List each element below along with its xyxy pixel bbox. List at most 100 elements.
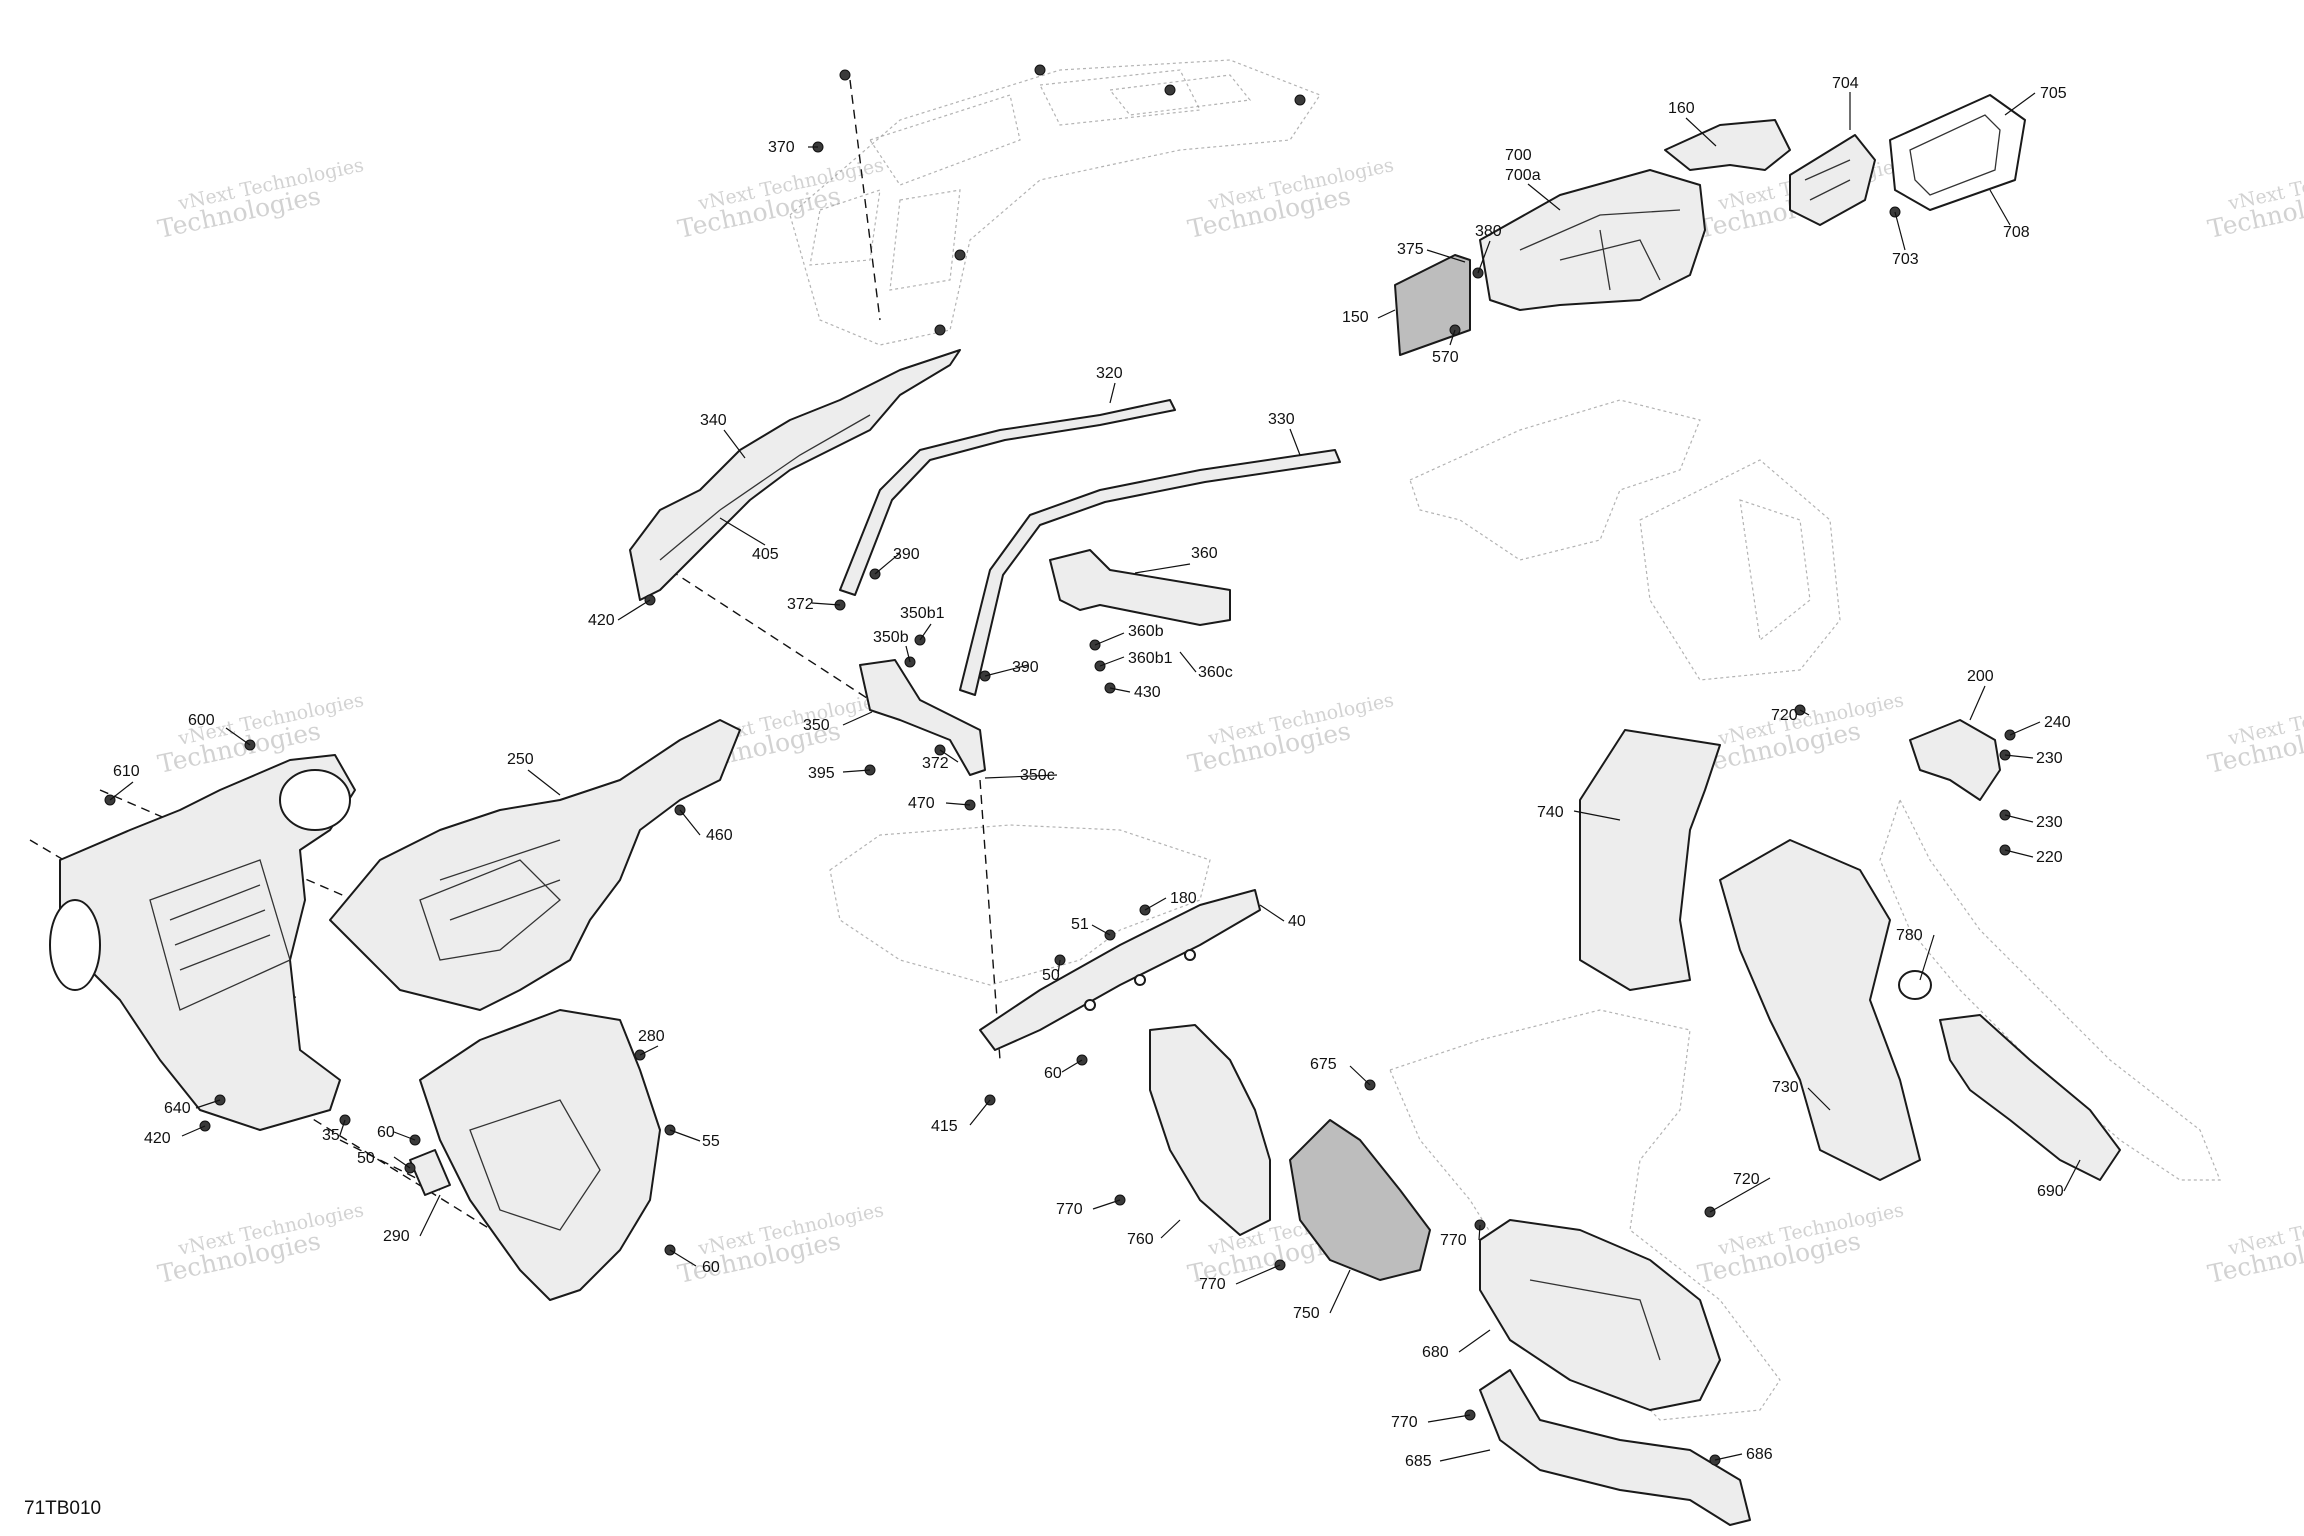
leader-line [1894, 211, 1906, 251]
callout-420b: 420 [144, 1130, 171, 1147]
leader-line [1134, 563, 1191, 574]
callout-770a: 770 [1056, 1201, 1083, 1218]
fastener [1164, 84, 1176, 96]
callout-372a: 372 [787, 596, 814, 613]
leader-line [939, 749, 959, 763]
leader-line [1685, 117, 1717, 147]
leader-line [1449, 329, 1456, 346]
leader-line [842, 711, 873, 726]
callout-770c: 770 [1440, 1232, 1467, 1249]
deflector-150 [1394, 254, 1471, 356]
leader-line [1349, 1065, 1371, 1086]
callout-350: 350 [803, 717, 830, 734]
leader-line [1109, 382, 1116, 404]
callout-230a: 230 [2036, 750, 2063, 767]
callout-380: 380 [1475, 223, 1502, 240]
panel-685 [1479, 1369, 1751, 1526]
leader-line [639, 1045, 659, 1056]
callout-700a: 700a [1505, 167, 1541, 184]
callout-51: 51 [1071, 916, 1089, 933]
leader-line [1478, 1224, 1481, 1241]
callout-420a: 420 [588, 612, 615, 629]
leader-line [1329, 1269, 1351, 1314]
leader-line [2063, 1159, 2081, 1192]
callout-610: 610 [113, 763, 140, 780]
dash-panel-ghost [1409, 399, 1841, 681]
callout-350b: 350b [873, 629, 909, 646]
leader-line [1099, 656, 1125, 667]
leader-line [1799, 709, 1810, 716]
fastener [934, 324, 946, 336]
leader-line [1057, 959, 1061, 975]
leader-line [1427, 1414, 1471, 1423]
callout-640: 640 [164, 1100, 191, 1117]
callout-704: 704 [1832, 75, 1859, 92]
panel-760 [1149, 1024, 1271, 1236]
callout-350c: 350c [1020, 767, 1055, 784]
leader-line [842, 769, 871, 773]
leader-line [225, 727, 251, 746]
callout-50b: 50 [357, 1150, 375, 1167]
leader-line [919, 623, 932, 641]
cover-160 [1664, 119, 1791, 171]
gauge-cluster-705 [1889, 94, 2026, 211]
callout-770d: 770 [1391, 1414, 1418, 1431]
callout-60a: 60 [1044, 1065, 1062, 1082]
leader-line [1235, 1264, 1281, 1285]
leader-lines [109, 92, 2081, 1462]
callout-705: 705 [2040, 85, 2067, 102]
callout-labels: 370 160 704 705 700 700a 375 380 150 570… [113, 75, 2071, 1470]
leader-line [1807, 1087, 1831, 1111]
callout-350b1: 350b1 [900, 605, 945, 622]
leader-line [1259, 904, 1285, 922]
bracket-200 [1909, 719, 2001, 801]
leader-line [109, 781, 134, 801]
callout-320: 320 [1096, 365, 1123, 382]
bracket-704 [1789, 134, 1876, 226]
callout-750: 750 [1293, 1305, 1320, 1322]
callout-60b: 60 [377, 1124, 395, 1141]
callout-470: 470 [908, 795, 935, 812]
side-panel-ghost [1389, 798, 2221, 1421]
leader-line [195, 1099, 221, 1109]
callout-375: 375 [1397, 241, 1424, 258]
duct-750 [1289, 1119, 1431, 1281]
leader-line [1439, 1449, 1491, 1462]
callout-720a: 720 [1771, 707, 1798, 724]
plate-290 [409, 1149, 451, 1196]
callout-200: 200 [1967, 668, 1994, 685]
leader-line [1094, 632, 1125, 646]
callout-160: 160 [1668, 100, 1695, 117]
callout-280: 280 [638, 1028, 665, 1045]
leader-line [1573, 810, 1621, 821]
panel-730 [1719, 839, 1932, 1181]
bracket-340 [629, 349, 961, 601]
leader-line [1377, 309, 1396, 319]
fastener [839, 69, 851, 81]
callout-372b: 372 [922, 755, 949, 772]
leader-line [1061, 1059, 1083, 1073]
callout-390a: 390 [893, 546, 920, 563]
console-250 [329, 719, 741, 1011]
callout-250: 250 [507, 751, 534, 768]
callout-708: 708 [2003, 224, 2030, 241]
callout-220: 220 [2036, 849, 2063, 866]
leader-line [719, 517, 766, 546]
callout-390b: 390 [1012, 659, 1039, 676]
callout-460: 460 [706, 827, 733, 844]
leader-line [181, 1125, 206, 1137]
floor-panel-ghost [829, 824, 1211, 986]
leader-line [2004, 92, 2036, 116]
callout-230b: 230 [2036, 814, 2063, 831]
callout-430: 430 [1134, 684, 1161, 701]
leader-line [1477, 240, 1491, 274]
leader-line [1109, 687, 1131, 693]
callout-60c: 60 [702, 1259, 720, 1276]
leader-line [2009, 721, 2041, 736]
leader-line [1179, 651, 1197, 673]
callout-360: 360 [1191, 545, 1218, 562]
leader-line [1969, 685, 1986, 721]
callout-703: 703 [1892, 251, 1919, 268]
callout-290: 290 [383, 1228, 410, 1245]
